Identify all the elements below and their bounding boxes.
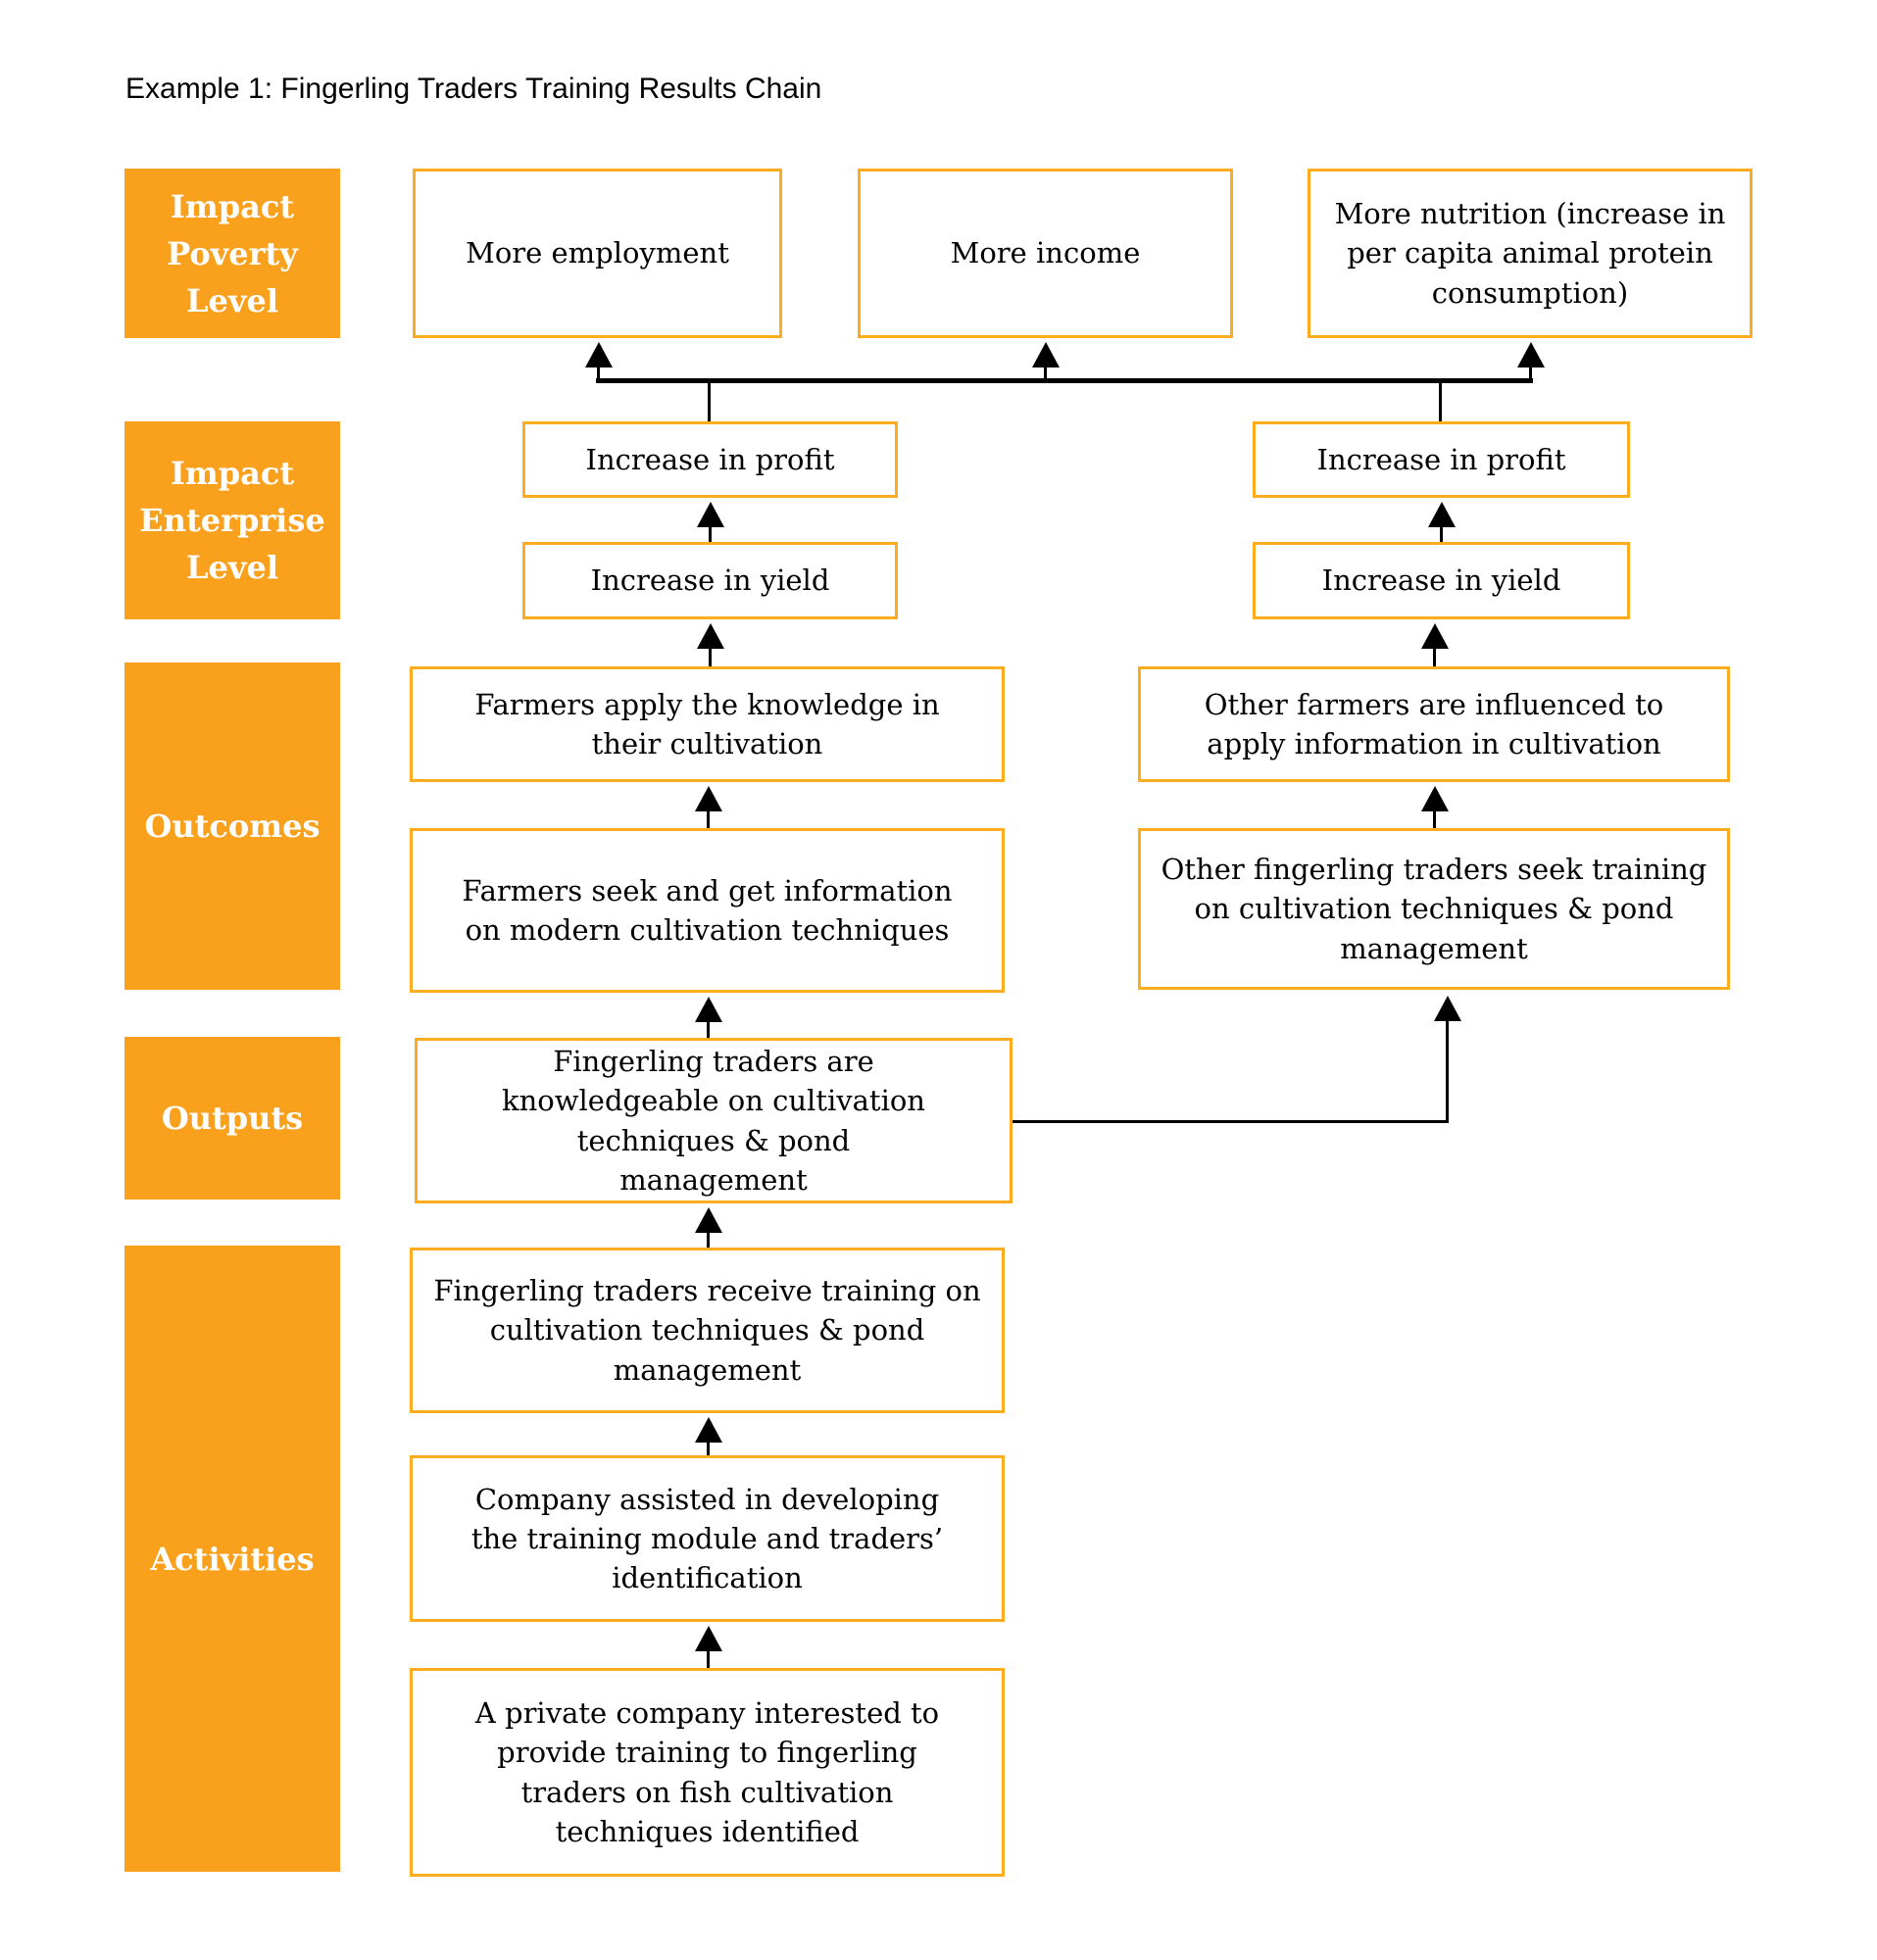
arrow-outputs-to-other-traders bbox=[1446, 1019, 1449, 1123]
node-farmers-apply-knowledge: Farmers apply the knowledge in their cul… bbox=[410, 666, 1005, 782]
node-traders-knowledgeable: Fingerling traders are knowledgeable on … bbox=[415, 1038, 1013, 1203]
node-private-company-identified: A private company interested to provide … bbox=[410, 1668, 1005, 1877]
arrow-outcome-to-yield-right bbox=[1433, 647, 1436, 666]
node-increase-yield-right: Increase in yield bbox=[1253, 542, 1630, 619]
node-other-traders-seek-training: Other fingerling traders seek training o… bbox=[1138, 828, 1730, 990]
node-increase-profit-left: Increase in profit bbox=[522, 421, 898, 498]
diagram-title: Example 1: Fingerling Traders Training R… bbox=[125, 73, 822, 105]
connector-feed-right bbox=[1439, 383, 1442, 421]
arrow-identified-to-company bbox=[707, 1649, 710, 1668]
arrow-outcome2-to-outcome1-left bbox=[707, 809, 710, 828]
connector-elbow-horizontal bbox=[1013, 1120, 1448, 1123]
arrow-to-more-nutrition bbox=[1529, 366, 1532, 383]
row-label-outcomes: Outcomes bbox=[124, 662, 340, 990]
connector-bus-line bbox=[596, 378, 1533, 383]
node-farmers-seek-information: Farmers seek and get information on mode… bbox=[410, 828, 1005, 993]
node-increase-yield-left: Increase in yield bbox=[522, 542, 898, 619]
arrow-training-to-outputs bbox=[707, 1231, 710, 1248]
arrow-company-to-training bbox=[707, 1441, 710, 1455]
node-traders-receive-training: Fingerling traders receive training on c… bbox=[410, 1248, 1005, 1413]
node-other-farmers-influenced: Other farmers are influenced to apply in… bbox=[1138, 666, 1730, 782]
node-increase-profit-right: Increase in profit bbox=[1253, 421, 1630, 498]
arrow-yield-to-profit-right bbox=[1440, 525, 1443, 542]
row-label-impact-poverty-level: Impact Poverty Level bbox=[124, 169, 340, 338]
row-label-outputs: Outputs bbox=[124, 1037, 340, 1200]
arrow-to-more-income bbox=[1044, 366, 1047, 383]
node-more-income: More income bbox=[858, 169, 1233, 338]
connector-feed-left bbox=[708, 383, 711, 421]
row-label-impact-enterprise-level: Impact Enterprise Level bbox=[124, 421, 340, 619]
arrow-yield-to-profit-left bbox=[709, 525, 712, 542]
arrow-to-more-employment bbox=[597, 366, 600, 383]
arrow-outcome-to-yield-left bbox=[709, 647, 712, 666]
node-more-employment: More employment bbox=[413, 169, 782, 338]
row-label-activities: Activities bbox=[124, 1246, 340, 1872]
arrow-outcome2-to-outcome1-right bbox=[1433, 809, 1436, 828]
arrow-outputs-to-outcomes bbox=[707, 1020, 710, 1038]
node-company-assisted: Company assisted in developing the train… bbox=[410, 1455, 1005, 1622]
node-more-nutrition: More nutrition (increase in per capita a… bbox=[1308, 169, 1753, 338]
